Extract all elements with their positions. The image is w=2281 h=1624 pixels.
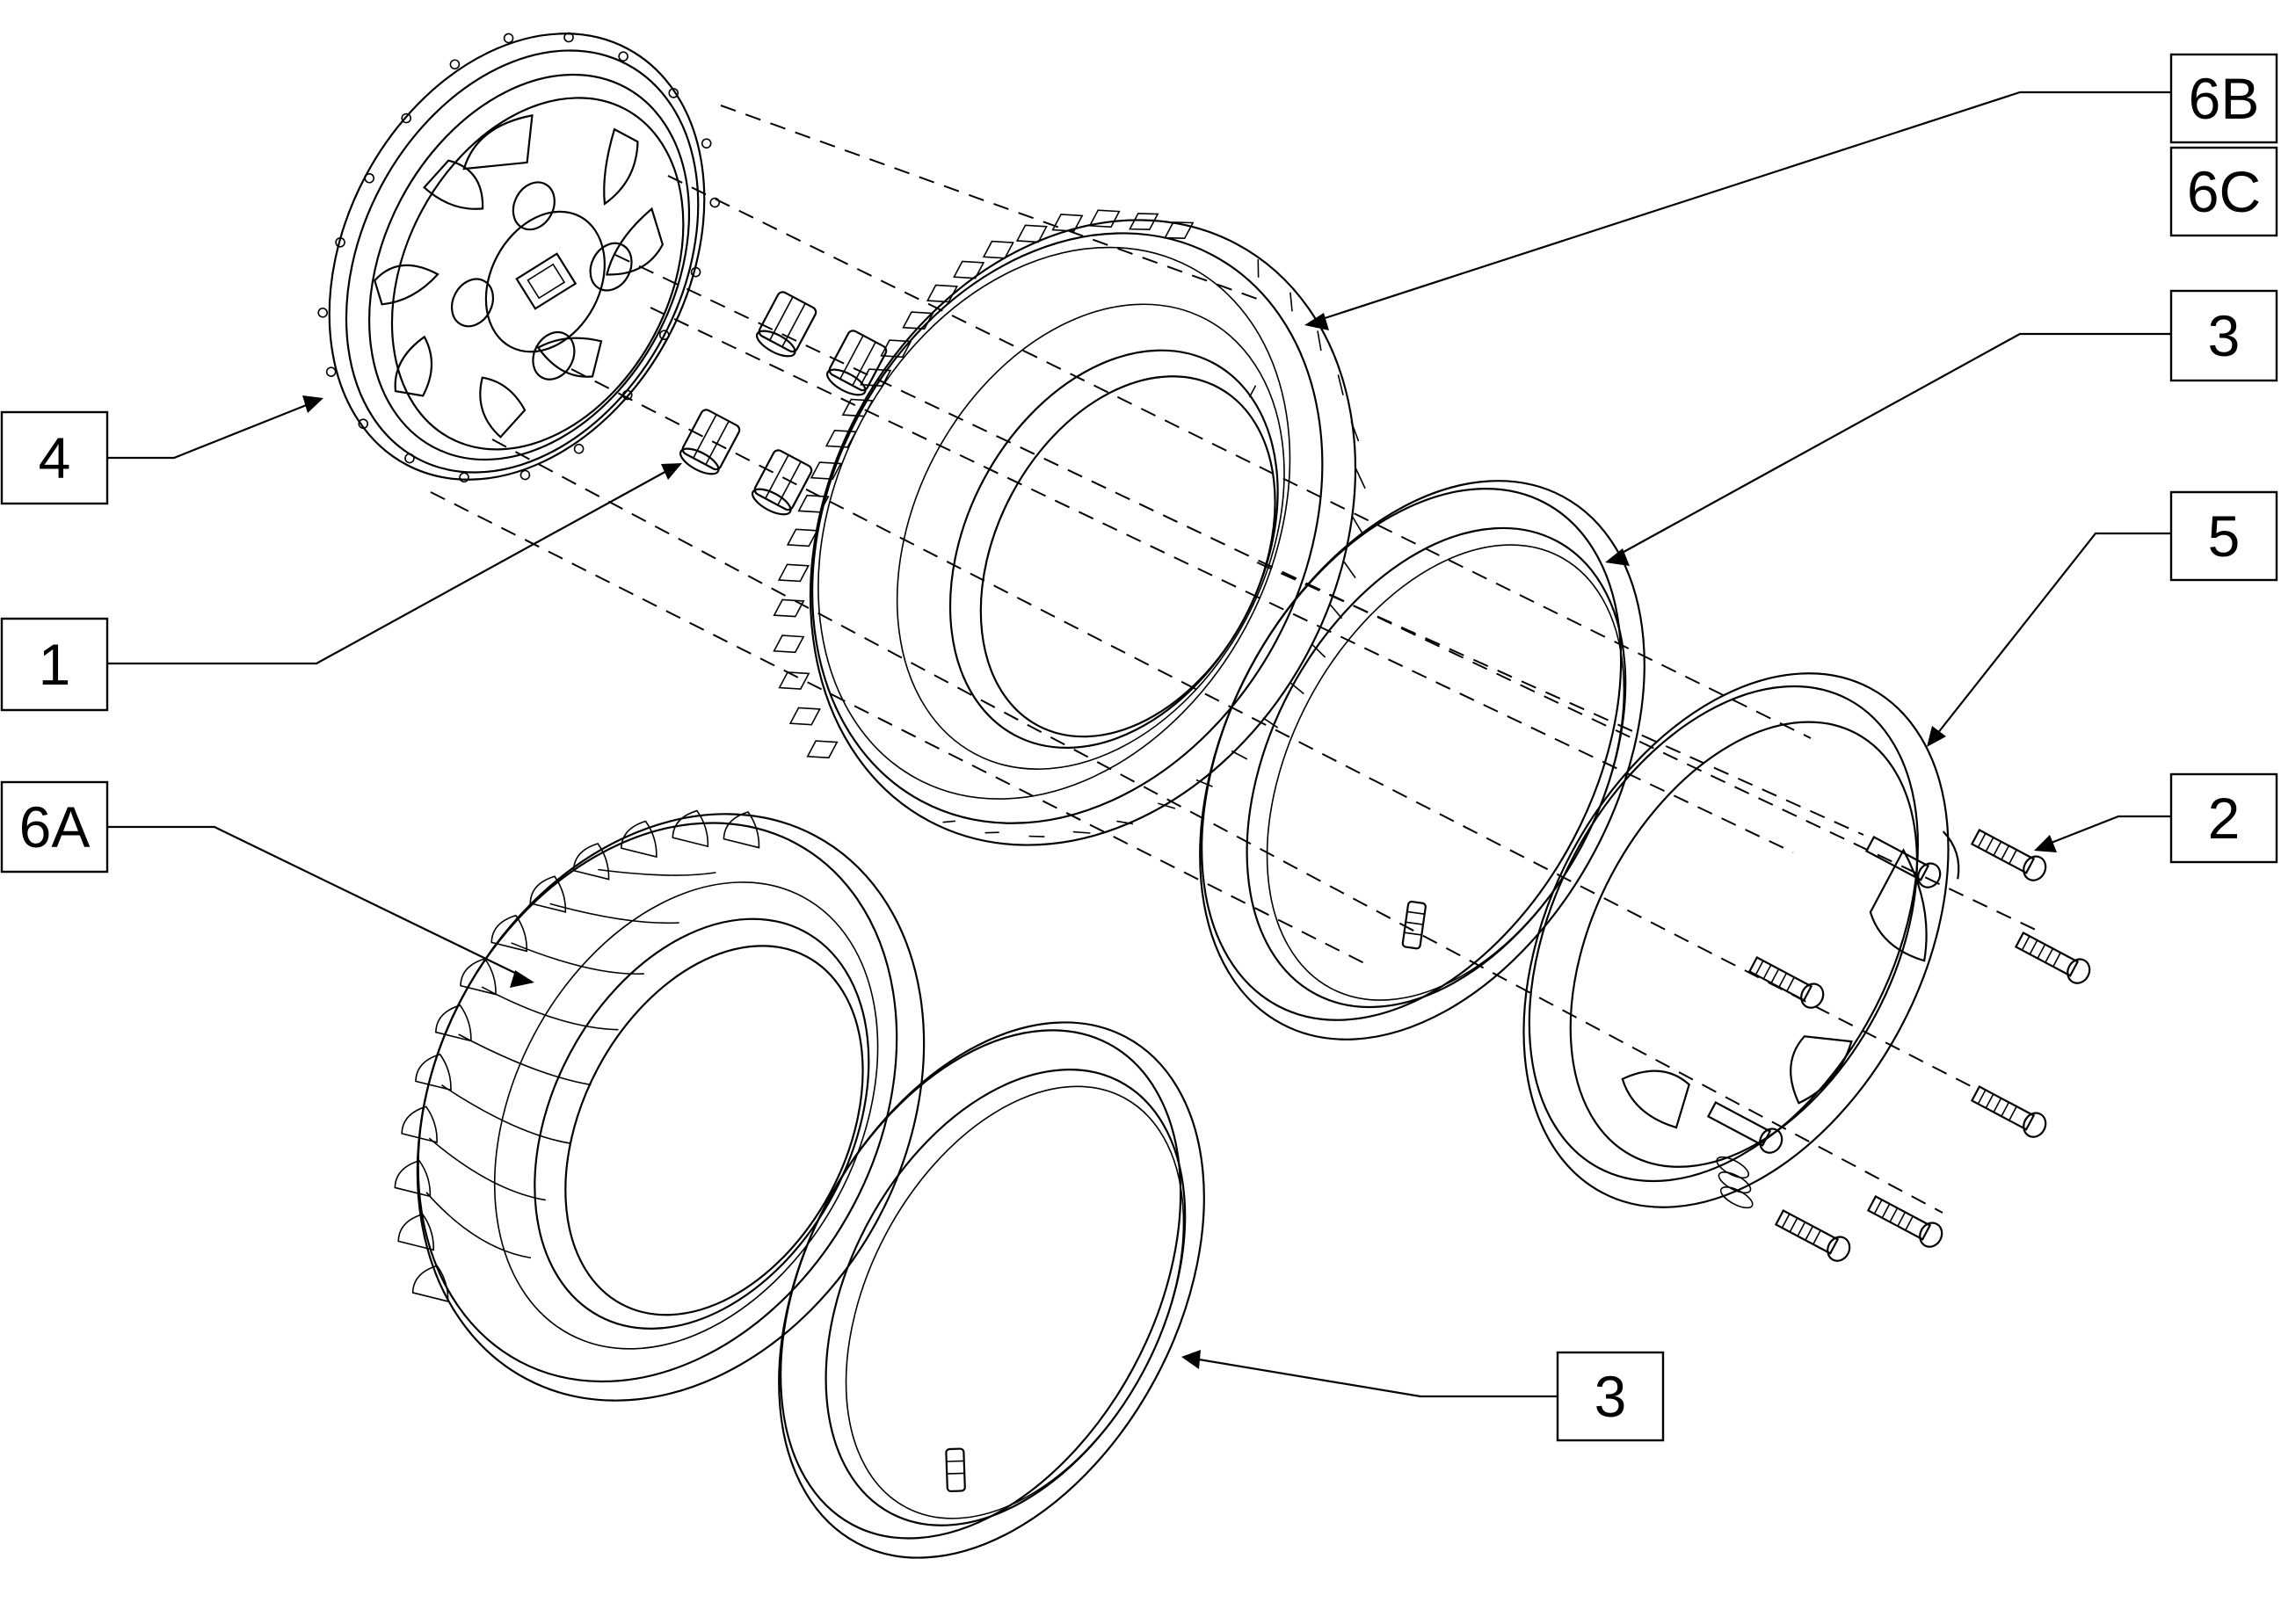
callout-6c: 6C: [2169, 146, 2278, 237]
callout-5: 5: [2169, 490, 2278, 582]
callout-6b: 6B: [2169, 53, 2278, 144]
callout-2: 2: [2169, 772, 2278, 864]
inner-tube-bottom: [778, 1021, 1205, 1559]
street-tire: [394, 809, 926, 1402]
callout-label-5: 5: [2208, 504, 2241, 569]
callout-label-3-bottom: 3: [1595, 1364, 1627, 1429]
callout-6a: 6A: [0, 780, 109, 874]
hub-rim-half: [317, 32, 721, 483]
callout-4: 4: [0, 410, 109, 505]
leader-lines: [107, 91, 2171, 1398]
socket-head-bolts: [1706, 829, 2091, 1262]
callout-label-2: 2: [2208, 786, 2241, 851]
callout-3-top: 3: [2169, 289, 2278, 382]
callout-1: 1: [0, 617, 109, 712]
inner-tube-top: [1199, 480, 1645, 1040]
callout-label-4: 4: [39, 425, 71, 490]
knobby-tire: [773, 209, 1366, 846]
callout-label-1: 1: [39, 632, 71, 697]
lug-nuts: [679, 291, 888, 516]
callout-label-6a: 6A: [19, 794, 91, 859]
callout-label-6c: 6C: [2187, 159, 2261, 224]
callout-label-6b: 6B: [2189, 66, 2260, 131]
callout-label-3-top: 3: [2208, 303, 2241, 368]
callout-3-bottom: 3: [1556, 1351, 1665, 1442]
rim-ring: [1522, 672, 1960, 1209]
